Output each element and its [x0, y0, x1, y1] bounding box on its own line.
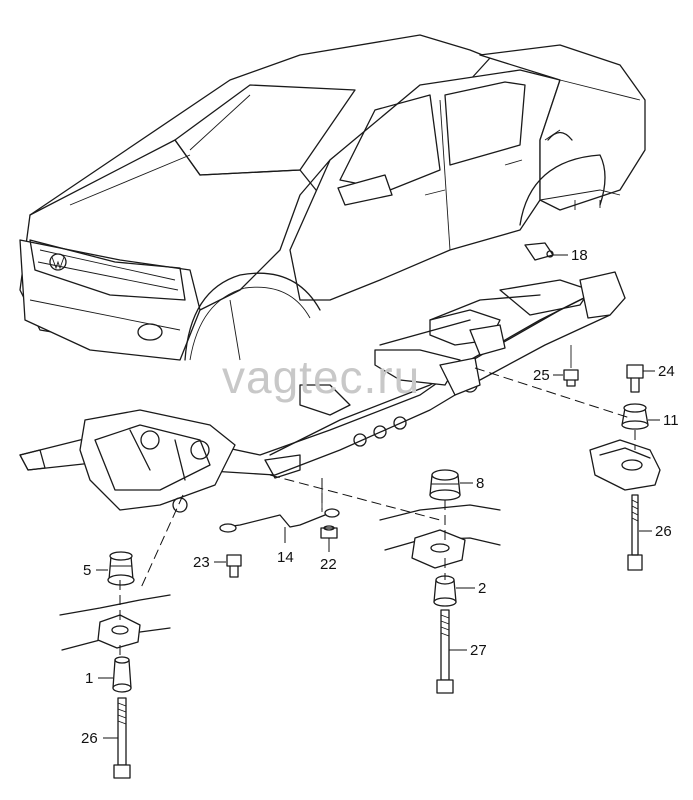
bolt-25 [563, 345, 579, 387]
callout-label: 23 [193, 554, 210, 571]
long-bolt-27 [436, 609, 454, 694]
callout-label: 22 [320, 556, 337, 573]
callout-14: 14 [277, 527, 294, 566]
bolt-24 [626, 364, 644, 393]
callout-25: 25 [533, 367, 563, 384]
callout-label: 26 [81, 730, 98, 747]
callout-label: 18 [571, 247, 588, 264]
watermark-text: vagtec.ru [222, 351, 420, 403]
callout-5: 5 [83, 562, 108, 579]
pickup-truck-body [19, 34, 646, 361]
ground-strap-14 [219, 478, 340, 533]
callout-label: 27 [470, 642, 487, 659]
callout-label: 26 [655, 523, 672, 540]
callout-label: 2 [478, 580, 486, 597]
callout-label: 14 [277, 549, 294, 566]
bushing-2 [433, 575, 457, 607]
clip-18 [524, 242, 554, 261]
callout-24: 24 [643, 363, 675, 380]
long-bolt-26-left [113, 697, 131, 779]
projection-lines [119, 367, 636, 658]
long-bolt-26-right [627, 494, 643, 571]
fog-light [137, 323, 163, 341]
rubber-bushing-5 [107, 551, 135, 586]
callout-26-left: 26 [81, 730, 118, 747]
chassis-frame [19, 271, 626, 513]
callout-label: 11 [663, 412, 679, 429]
callout-27: 27 [449, 642, 487, 659]
callout-label: 25 [533, 367, 550, 384]
middle-frame-outrigger [379, 504, 501, 569]
rubber-bushing-11 [621, 403, 649, 430]
rear-body-mount-bracket [589, 439, 661, 491]
callout-23: 23 [193, 554, 226, 571]
callout-26-right: 26 [639, 523, 672, 540]
callout-1: 1 [85, 670, 113, 687]
callout-label: 1 [85, 670, 93, 687]
callout-18: 18 [553, 247, 588, 264]
callout-label: 8 [476, 475, 484, 492]
vw-logo-icon [49, 253, 67, 271]
callout-label: 24 [658, 363, 675, 380]
callout-2: 2 [456, 580, 486, 597]
callout-22: 22 [320, 538, 337, 573]
bushing-1 [112, 656, 132, 693]
callout-label: 5 [83, 562, 91, 579]
nut-22 [320, 525, 338, 539]
front-frame-outrigger [59, 594, 171, 651]
callout-8: 8 [460, 475, 484, 492]
bolt-23 [226, 554, 242, 578]
callout-11: 11 [648, 412, 679, 429]
rubber-bushing-8 [429, 469, 461, 501]
